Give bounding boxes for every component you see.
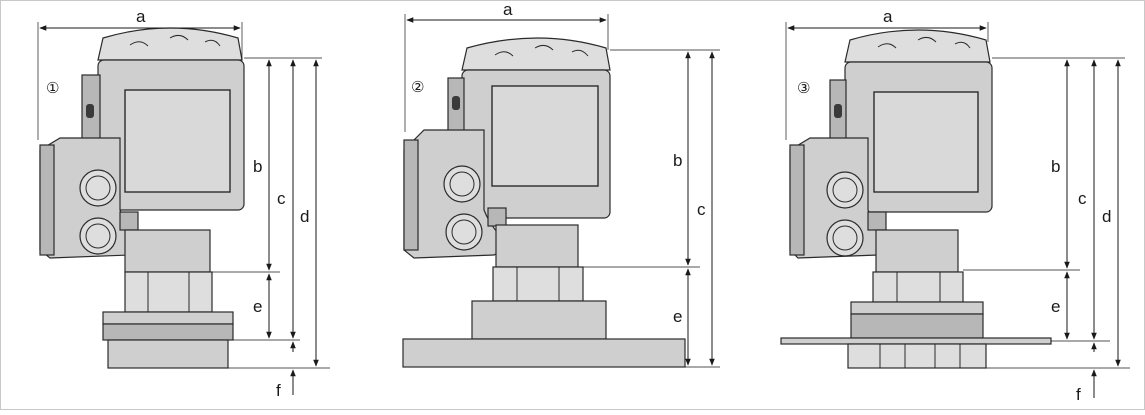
dimension-c-label: c bbox=[277, 189, 286, 208]
cable-entry-bottom-3 bbox=[826, 219, 864, 257]
flange-neck-2 bbox=[471, 300, 607, 340]
dimension-c-label: c bbox=[697, 200, 706, 219]
cable-entry-top-1 bbox=[79, 169, 117, 207]
ground-terminal-2 bbox=[487, 207, 507, 227]
housing-cover-1 bbox=[97, 27, 243, 61]
hex-nut-2 bbox=[492, 266, 584, 302]
dimension-a-label: a bbox=[883, 7, 893, 26]
terminal-cover-2 bbox=[403, 139, 419, 251]
figure-1: ① a b c d e f bbox=[37, 7, 330, 400]
thread-ring-3 bbox=[850, 301, 984, 315]
figure-marker: ① bbox=[46, 80, 59, 97]
hex-nut-3 bbox=[872, 271, 964, 303]
flange-plate-2 bbox=[402, 338, 686, 368]
hex-nut-1 bbox=[124, 271, 213, 313]
display-window-3 bbox=[873, 91, 979, 193]
cable-entry-bottom-1 bbox=[79, 217, 117, 255]
dimension-e-label: e bbox=[253, 297, 262, 316]
neck-2 bbox=[495, 224, 579, 268]
thread-ring-2-1 bbox=[102, 323, 234, 341]
dimension-f-label: f bbox=[276, 381, 281, 400]
thread-ring-2-3 bbox=[850, 313, 984, 339]
terminal-cover-3 bbox=[789, 144, 805, 256]
ground-terminal-1 bbox=[119, 211, 139, 231]
display-window-1 bbox=[124, 89, 231, 193]
process-connection-1 bbox=[107, 339, 229, 369]
figure-marker: ② bbox=[411, 79, 424, 96]
display-window-2 bbox=[491, 85, 599, 187]
dimension-e-label: e bbox=[673, 307, 682, 326]
flange-plate-3 bbox=[780, 337, 1052, 345]
figure-marker: ③ bbox=[797, 80, 810, 97]
cable-entry-top-2 bbox=[443, 165, 481, 203]
dimension-e-label: e bbox=[1051, 297, 1060, 316]
lower-hex-3 bbox=[847, 343, 987, 369]
dimension-b-label: b bbox=[1051, 157, 1060, 176]
cable-entry-bottom-2 bbox=[445, 213, 483, 251]
dimension-b-label: b bbox=[253, 157, 262, 176]
cable-entry-top-3 bbox=[826, 171, 864, 209]
ground-terminal-3 bbox=[867, 211, 887, 231]
neck-3 bbox=[875, 229, 959, 273]
figure-3: ③ a b c d e f bbox=[780, 7, 1130, 404]
dimension-f-label: f bbox=[1076, 385, 1081, 404]
thread-ring-1 bbox=[102, 311, 234, 325]
housing-cover-2 bbox=[461, 37, 611, 71]
figure-2: ② a b c e bbox=[402, 0, 720, 368]
dimension-b-label: b bbox=[673, 151, 682, 170]
dimension-c-label: c bbox=[1078, 189, 1087, 208]
dimension-a-label: a bbox=[503, 0, 513, 19]
terminal-cover-1 bbox=[39, 144, 55, 256]
dimension-a-label: a bbox=[136, 7, 146, 26]
dimension-d-label: d bbox=[300, 207, 309, 226]
neck-1 bbox=[124, 229, 211, 273]
dimension-d-label: d bbox=[1102, 207, 1111, 226]
